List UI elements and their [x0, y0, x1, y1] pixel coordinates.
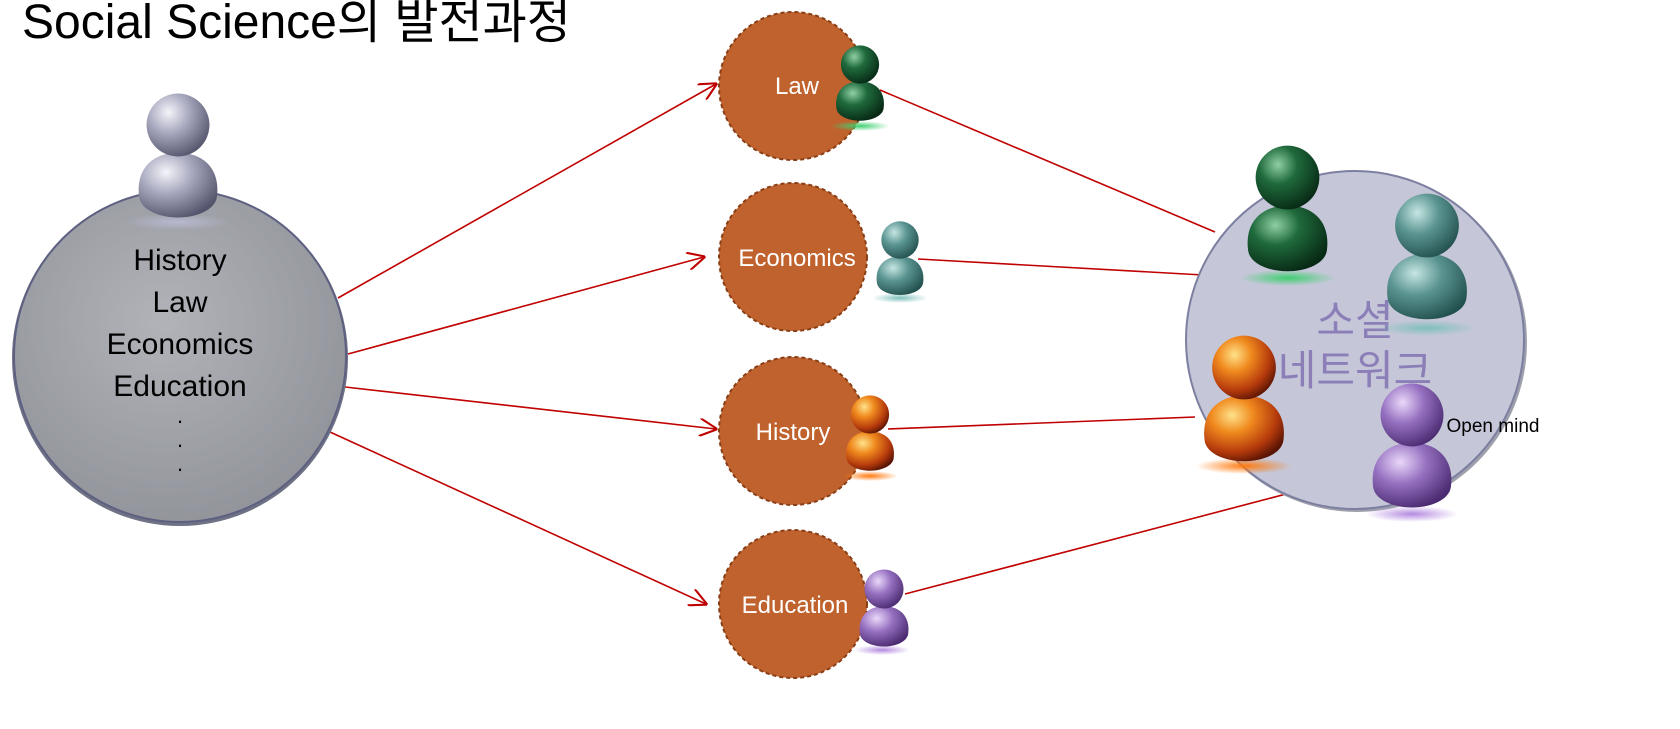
arrow-to-history [344, 386, 716, 429]
discipline-education: Education [718, 529, 868, 679]
arrow-to-economics [347, 257, 704, 355]
person-gray-icon [126, 93, 230, 230]
discipline-label: History [756, 419, 831, 446]
discipline-economics: Economics [718, 182, 868, 332]
arrow-to-education [329, 431, 706, 604]
person-teal-icon [1377, 193, 1477, 336]
discipline-history: History [718, 356, 868, 506]
link-history-network [887, 416, 1196, 430]
discipline-label: Law [775, 73, 820, 100]
source-circle: History Law Economics Education · · · [12, 189, 348, 526]
discipline-law: Law [718, 11, 868, 161]
arrow-to-law [337, 84, 716, 299]
link-education-network [904, 492, 1291, 595]
source-item: Economics [107, 328, 254, 361]
person-green-icon [1240, 145, 1336, 286]
network-label: 소셜 [1316, 296, 1393, 345]
person-purple-icon [854, 569, 910, 655]
person-orange-icon [1196, 335, 1292, 474]
source-item: Law [152, 286, 207, 319]
ellipsis-dot: · [176, 432, 183, 457]
page-title: Social Science의 발전과정 [22, 0, 571, 49]
ellipsis-dot: · [176, 456, 183, 481]
link-law-network [879, 89, 1216, 233]
person-teal-icon [872, 221, 928, 303]
person-orange-icon [842, 395, 898, 481]
ellipsis-dot: · [176, 408, 183, 433]
discipline-label: Education [742, 592, 849, 619]
discipline-label: Economics [738, 245, 855, 272]
open-mind-label: Open mind [1447, 416, 1540, 437]
person-purple-icon [1366, 383, 1458, 522]
source-item: Education [113, 370, 246, 403]
source-item: History [133, 244, 226, 277]
connector-lines [329, 84, 1291, 604]
person-green-icon [830, 45, 890, 131]
link-economics-network [917, 258, 1204, 276]
